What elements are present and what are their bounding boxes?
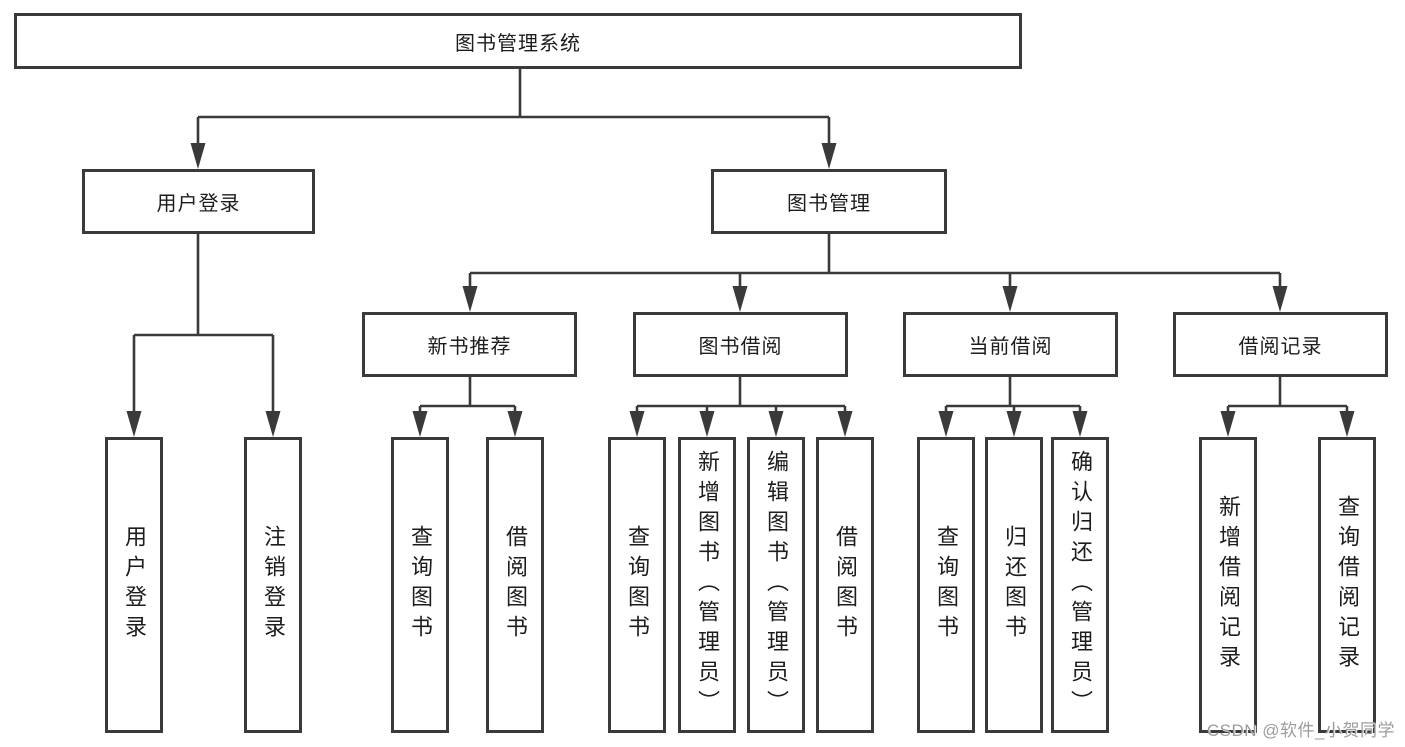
node-login: 用户登录: [105, 437, 163, 733]
node-newbook-query-books: 查询图书: [391, 437, 449, 733]
node-new-book-recommend: 新书推荐: [362, 312, 577, 377]
arrowhead-icons: [126, 143, 1355, 437]
node-current-return-books: 归还图书: [985, 437, 1043, 733]
node-borrow-query-books: 查询图书: [608, 437, 666, 733]
node-current-query-books: 查询图书: [917, 437, 975, 733]
node-records-query-record: 查询借阅记录: [1318, 437, 1376, 733]
node-borrow-records: 借阅记录: [1173, 312, 1388, 377]
node-records-add-record: 新增借阅记录: [1199, 437, 1257, 733]
node-book-management: 图书管理: [711, 169, 947, 234]
node-logout: 注销登录: [244, 437, 302, 733]
csdn-watermark: CSDN @软件_小贺同学: [1206, 721, 1395, 740]
node-user-login: 用户登录: [82, 169, 315, 234]
node-current-confirm-return: 确认归还（管理员）: [1051, 437, 1109, 733]
node-newbook-borrow-books: 借阅图书: [486, 437, 544, 733]
node-borrow-edit-books: 编辑图书（管理员）: [747, 437, 805, 733]
node-current-borrow: 当前借阅: [903, 312, 1118, 377]
node-book-borrow: 图书借阅: [633, 312, 848, 377]
node-borrow-add-books: 新增图书（管理员）: [678, 437, 736, 733]
node-root: 图书管理系统: [14, 13, 1022, 69]
tree-edges: [132, 69, 1349, 414]
node-borrow-borrow-books: 借阅图书: [816, 437, 874, 733]
